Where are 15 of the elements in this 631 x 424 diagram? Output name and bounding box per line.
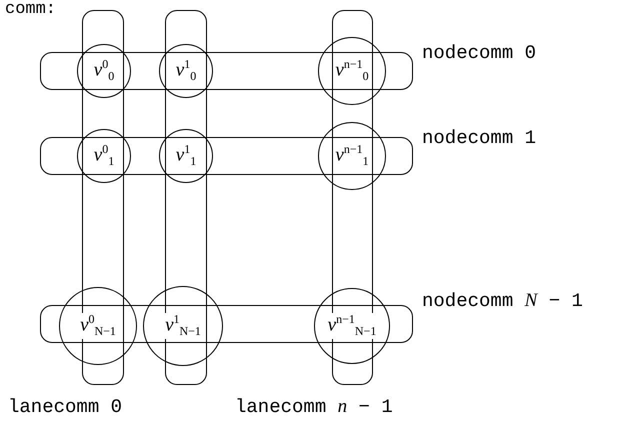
process-circle <box>318 37 386 105</box>
process-circle <box>159 129 213 183</box>
band-label: lanecomm n − 1 <box>235 396 393 418</box>
band-label: lanecomm 0 <box>8 396 122 418</box>
band-label: nodecomm N − 1 <box>422 290 583 312</box>
process-circle <box>318 122 386 190</box>
process-circle <box>159 44 213 98</box>
band-label: nodecomm 0 <box>422 42 536 64</box>
process-circle <box>77 44 131 98</box>
band-label: nodecomm 1 <box>422 127 536 149</box>
process-circle <box>314 288 390 364</box>
process-circle <box>77 129 131 183</box>
process-circle <box>143 286 223 366</box>
process-circle <box>59 287 137 365</box>
note-label: comm: <box>5 0 56 19</box>
